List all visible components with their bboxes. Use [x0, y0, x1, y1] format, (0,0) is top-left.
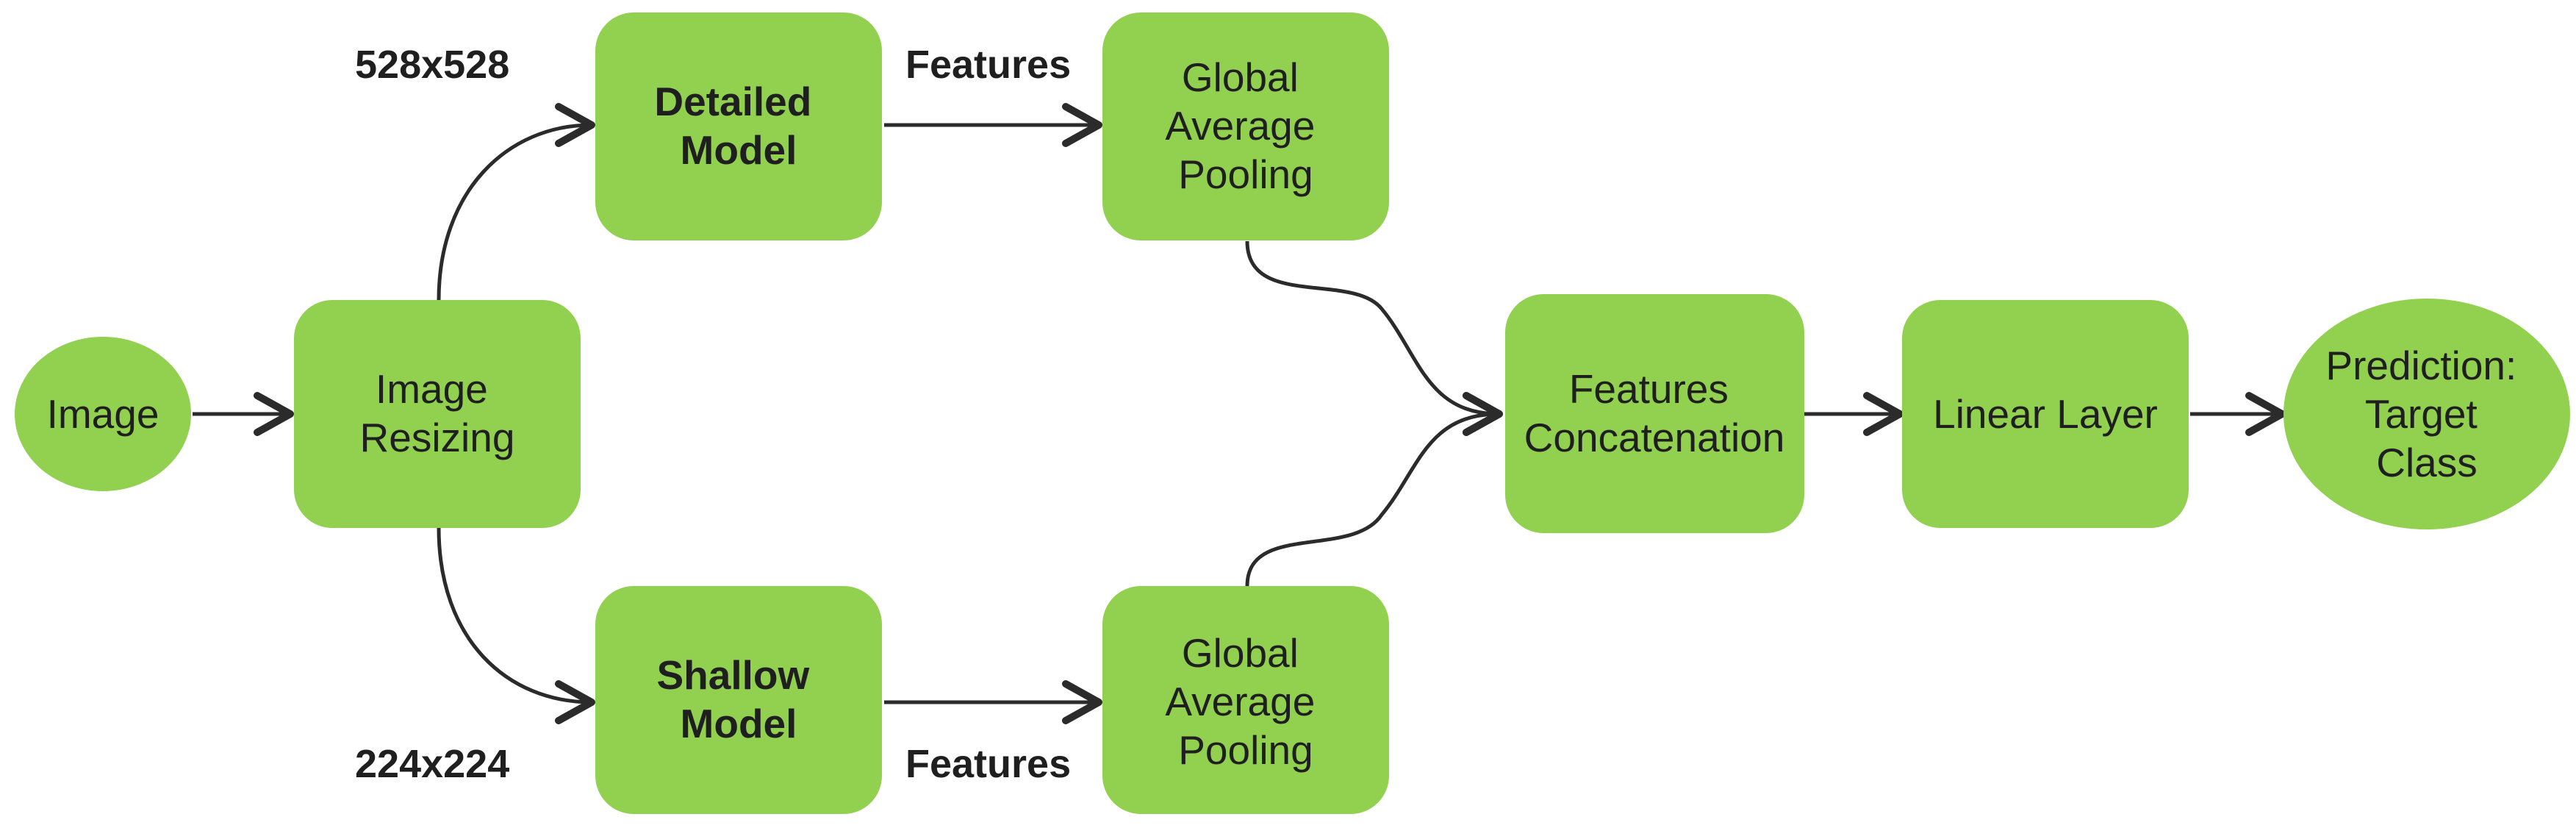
node-detailed-model-label: Detailed Model — [654, 79, 822, 173]
label-size-bottom: 224x224 — [355, 742, 509, 786]
node-prediction: Prediction: Target Class — [2283, 299, 2570, 529]
node-shallow-model-label: Shallow Model — [656, 652, 820, 746]
edge-gap-bottom-to-concat — [1245, 392, 1503, 587]
node-image-resizing-label: Image Resizing — [360, 366, 515, 460]
edge-resizing-to-detailed — [437, 103, 595, 301]
node-prediction-label: Prediction: Target Class — [2325, 343, 2527, 485]
label-size-top: 528x528 — [355, 43, 509, 87]
node-image: Image — [15, 337, 191, 491]
node-features-concatenation-label: Features Concatenation — [1524, 366, 1785, 460]
node-image-label: Image — [47, 391, 159, 437]
node-global-average-pooling-bottom: Global Average Pooling — [1102, 586, 1389, 814]
node-global-average-pooling-bottom-label: Global Average Pooling — [1165, 630, 1326, 773]
node-detailed-model: Detailed Model — [595, 13, 882, 240]
node-image-resizing: Image Resizing — [294, 300, 581, 528]
edge-resizing-to-shallow — [437, 527, 595, 724]
node-linear-layer-label: Linear Layer — [1933, 391, 2158, 437]
node-linear-layer: Linear Layer — [1902, 300, 2189, 528]
edges — [193, 103, 2286, 724]
node-global-average-pooling-top: Global Average Pooling — [1102, 13, 1389, 240]
node-shallow-model: Shallow Model — [595, 586, 882, 814]
edge-gap-top-to-concat — [1245, 240, 1503, 436]
label-features-top: Features — [905, 43, 1071, 87]
node-features-concatenation: Features Concatenation — [1505, 294, 1804, 533]
node-global-average-pooling-top-label: Global Average Pooling — [1165, 54, 1326, 197]
label-features-bottom: Features — [905, 742, 1071, 786]
